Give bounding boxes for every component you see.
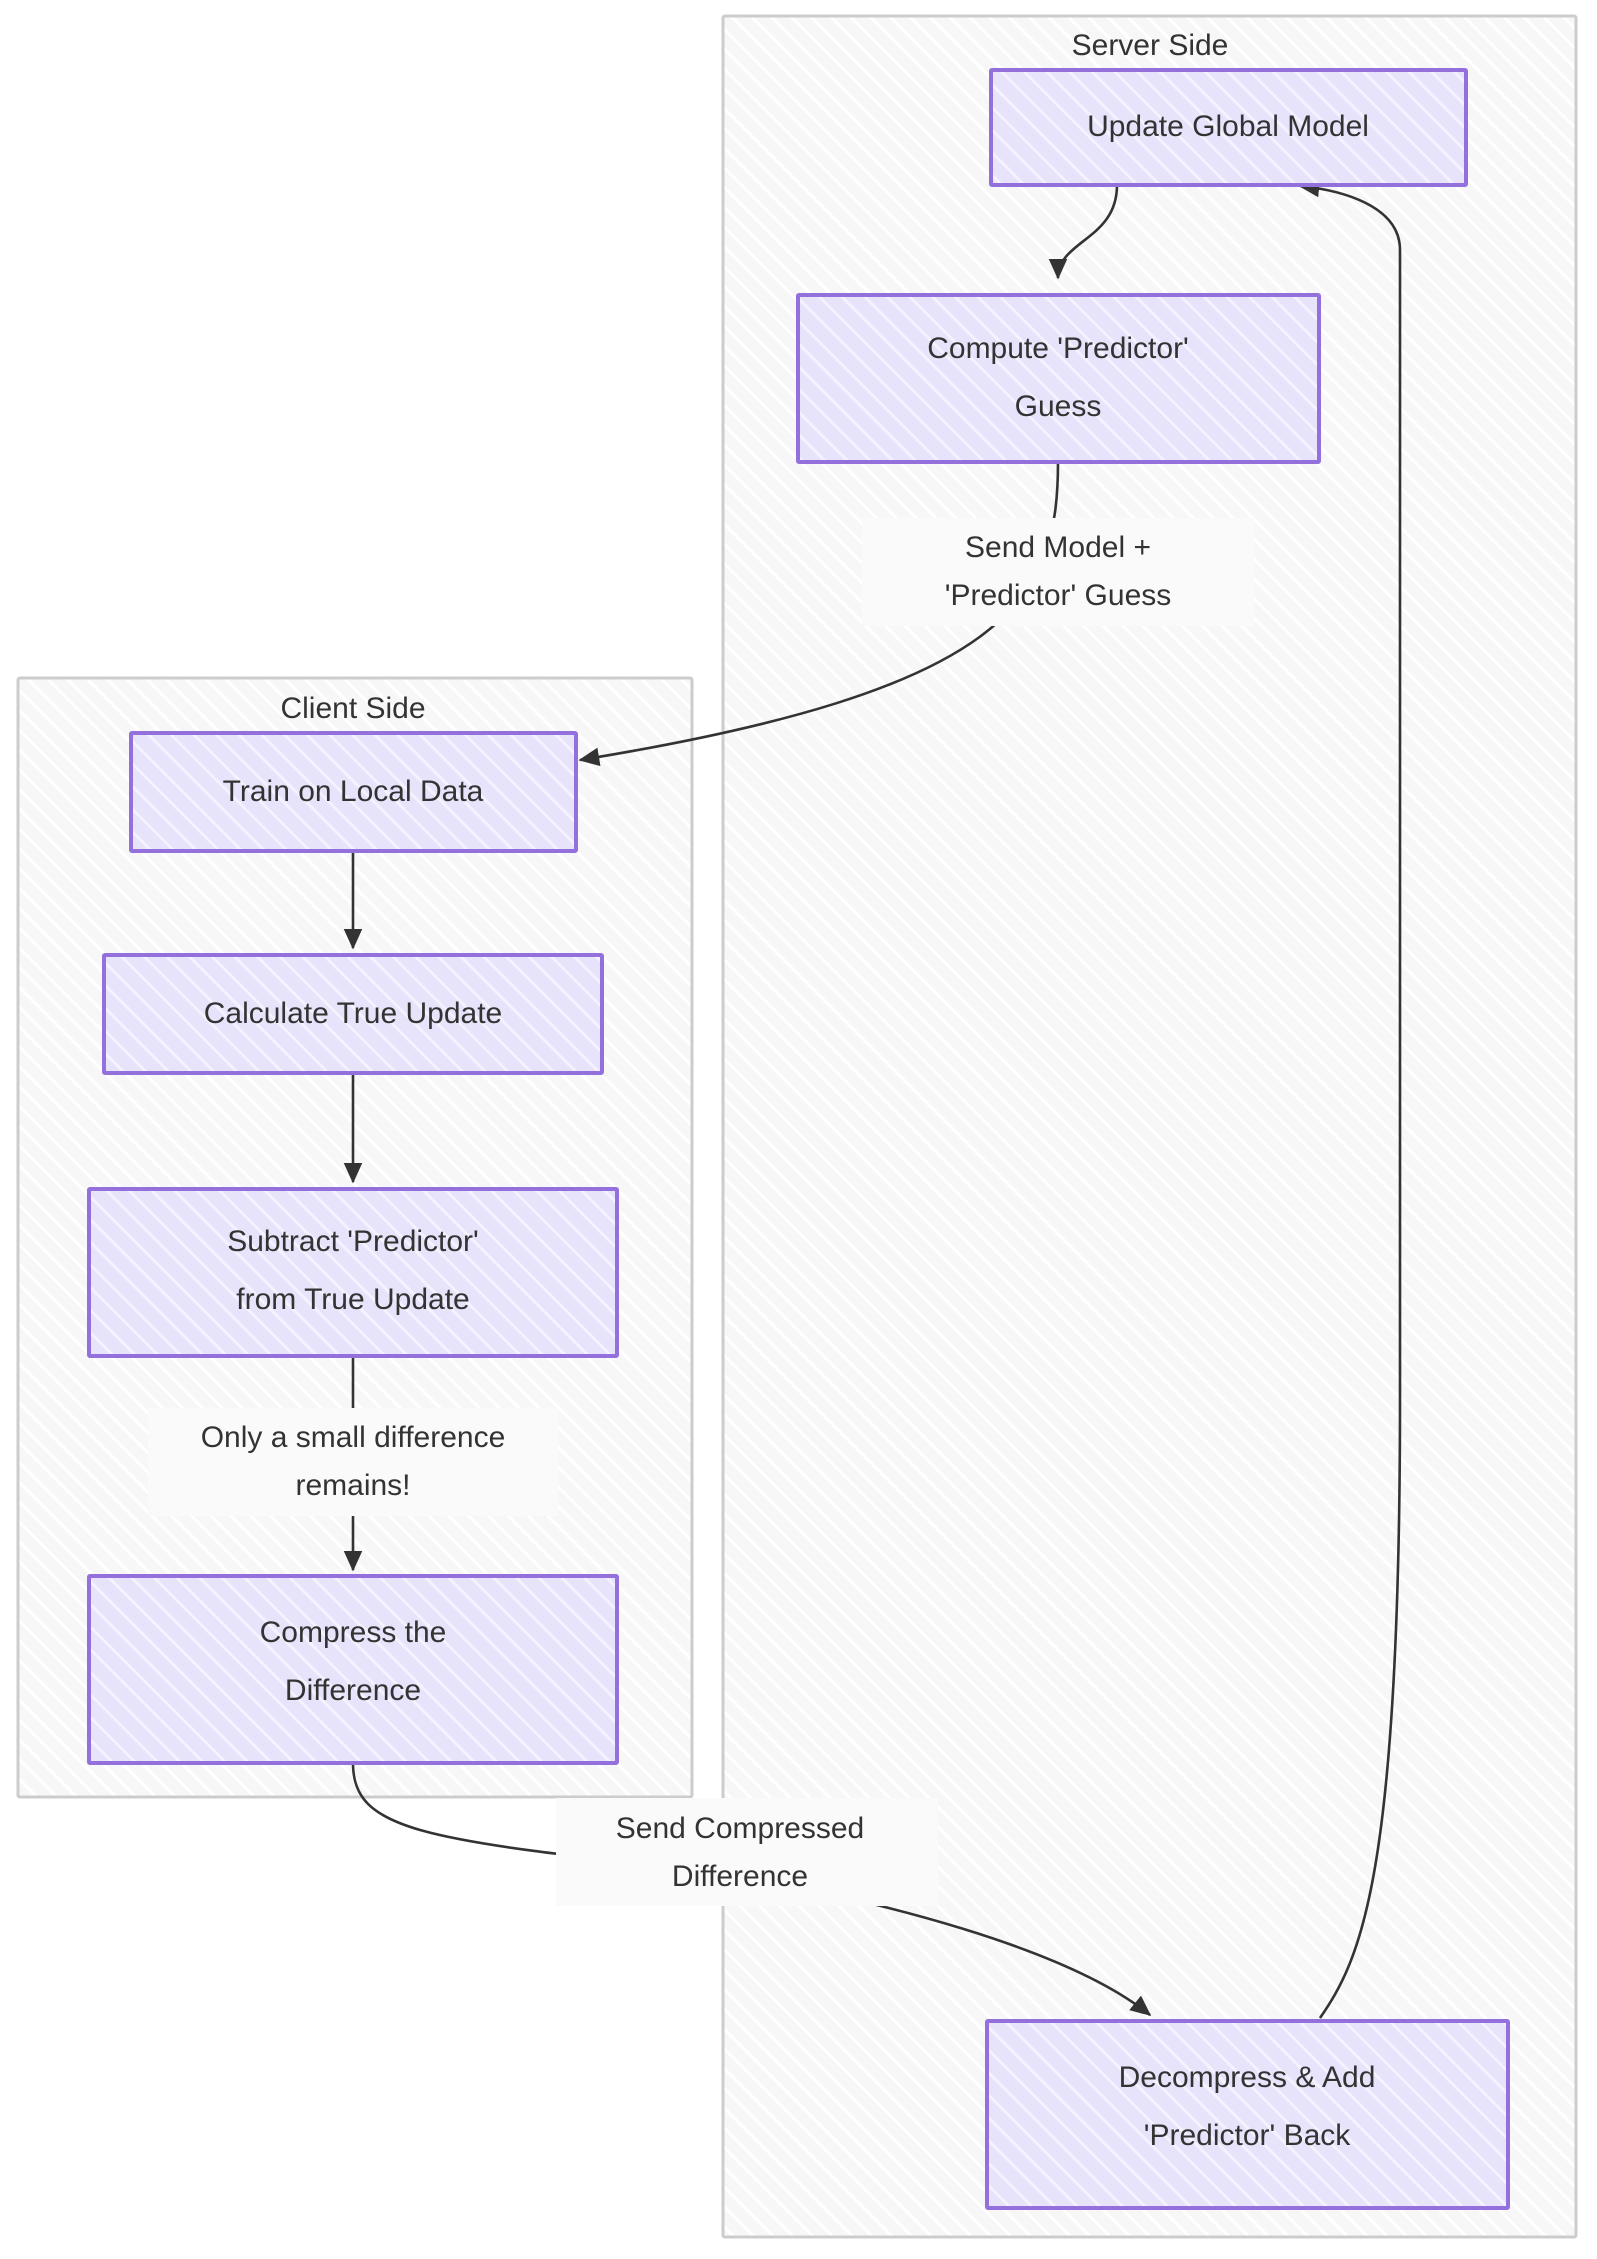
node-update-global-model[interactable]: Update Global Model: [989, 68, 1468, 187]
edge-label-small-difference: Only a small difference remains!: [148, 1408, 558, 1516]
edge-label-send-model-line2: 'Predictor' Guess: [945, 579, 1172, 612]
edge-label-send-compressed-bg: [556, 1798, 938, 1906]
edge-label-send-model-bg: [862, 518, 1254, 626]
cluster-server-title: Server Side: [1072, 29, 1229, 62]
edge-label-send-compressed-line1: Send Compressed: [616, 1812, 864, 1845]
node-calculate-true-update[interactable]: Calculate True Update: [102, 953, 604, 1075]
node-subtract-predictor-line1: Subtract 'Predictor': [227, 1225, 479, 1258]
node-decompress-add-predictor-back-rect[interactable]: [985, 2019, 1510, 2210]
node-train-on-local-data-label: Train on Local Data: [223, 775, 484, 808]
node-compress-the-difference-rect[interactable]: [87, 1574, 619, 1765]
edge-compute-to-train: [578, 461, 1060, 767]
node-train-on-local-data[interactable]: Train on Local Data: [129, 731, 578, 853]
edge-label-small-difference-bg: [148, 1408, 558, 1516]
node-decompress-add-predictor-back[interactable]: Decompress & Add 'Predictor' Back: [985, 2019, 1510, 2210]
cluster-client-title: Client Side: [280, 692, 425, 725]
node-decompress-add-predictor-back-line2: 'Predictor' Back: [1144, 2119, 1352, 2152]
node-subtract-predictor-rect[interactable]: [87, 1187, 619, 1358]
node-compress-the-difference-line2: Difference: [285, 1674, 421, 1707]
edge-label-small-difference-line2: remains!: [295, 1469, 410, 1502]
node-calculate-true-update-label: Calculate True Update: [204, 997, 503, 1030]
edge-label-send-model-line1: Send Model +: [965, 531, 1151, 564]
node-compute-predictor-guess[interactable]: Compute 'Predictor' Guess: [796, 293, 1321, 464]
node-calculate-true-update-rect[interactable]: [102, 953, 604, 1075]
edge-decompress-to-update: [1298, 178, 1402, 2019]
node-compress-the-difference-line1: Compress the: [260, 1616, 447, 1649]
edge-update-to-compute: [1048, 184, 1119, 280]
node-subtract-predictor-line2: from True Update: [236, 1283, 469, 1316]
node-update-global-model-label: Update Global Model: [1087, 110, 1369, 143]
edge-label-small-difference-line1: Only a small difference: [201, 1421, 506, 1454]
node-compress-the-difference[interactable]: Compress the Difference: [87, 1574, 619, 1765]
node-compute-predictor-guess-line2: Guess: [1015, 390, 1102, 423]
edge-label-send-compressed-line2: Difference: [672, 1860, 808, 1893]
node-subtract-predictor[interactable]: Subtract 'Predictor' from True Update: [87, 1187, 619, 1358]
node-decompress-add-predictor-back-line1: Decompress & Add: [1119, 2061, 1376, 2094]
edge-label-send-model: Send Model + 'Predictor' Guess: [862, 518, 1254, 626]
node-compute-predictor-guess-rect[interactable]: [796, 293, 1321, 464]
node-update-global-model-rect[interactable]: [989, 68, 1468, 187]
node-train-on-local-data-rect[interactable]: [129, 731, 578, 853]
edge-label-send-compressed: Send Compressed Difference: [556, 1798, 938, 1906]
node-compute-predictor-guess-line1: Compute 'Predictor': [927, 332, 1189, 365]
